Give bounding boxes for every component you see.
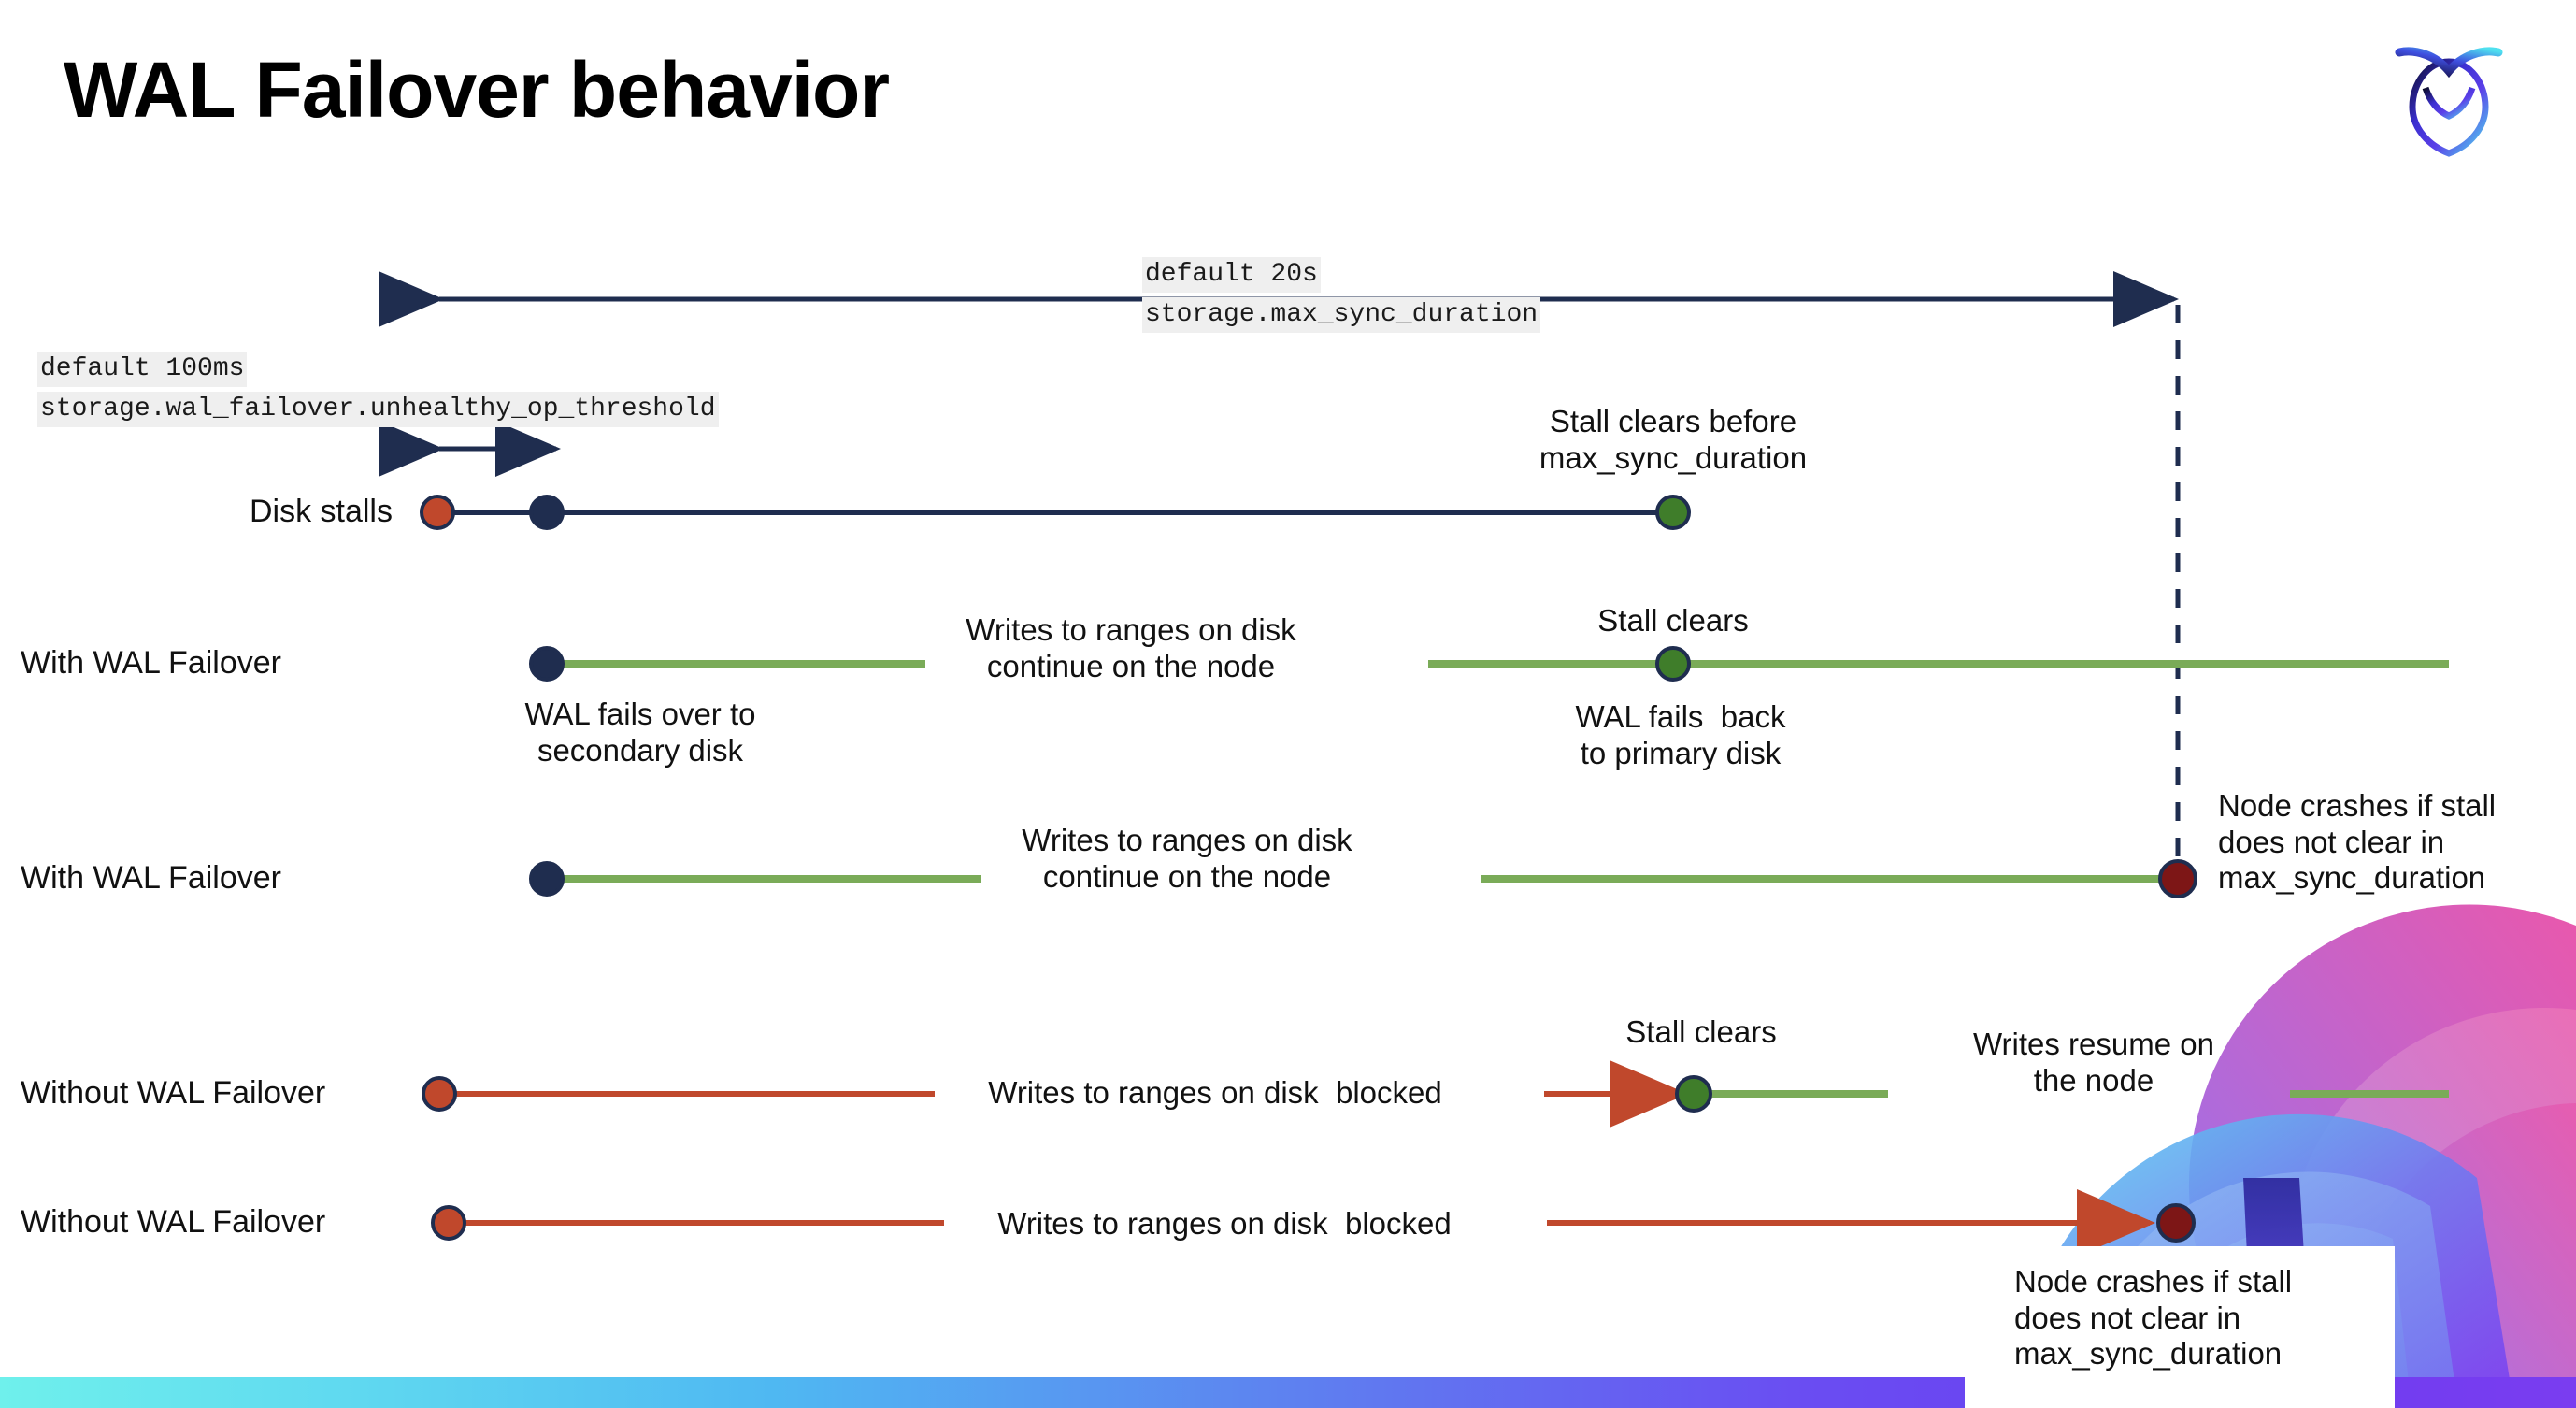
note-node-crashes-row3: Node crashes if stall does not clear in … xyxy=(2218,788,2497,896)
row-with-wal-failover-1-track xyxy=(529,646,2449,682)
row-label-disk-stalls: Disk stalls xyxy=(249,494,393,529)
max-sync-duration-setting-chip: storage.max_sync_duration xyxy=(1142,297,1541,333)
unhealthy-op-threshold-default-chip: default 100ms xyxy=(37,352,248,387)
row-label-with-wal-failover-2: With WAL Failover xyxy=(21,860,281,896)
note-wal-fails-back-to-primary-disk: WAL fails back to primary disk xyxy=(1575,699,1786,770)
note-stall-clears-row4: Stall clears xyxy=(1625,1014,1777,1049)
row-without-wal-failover-1-track xyxy=(422,1060,2449,1128)
note-writes-continue-row3: Writes to ranges on disk continue on the… xyxy=(1022,823,1352,894)
note-writes-blocked-row5: Writes to ranges on disk blocked xyxy=(997,1206,1452,1241)
note-writes-resume-on-the-node: Writes resume on the node xyxy=(1973,1027,2214,1098)
max-sync-duration-default-chip: default 20s xyxy=(1142,257,1321,293)
note-writes-continue-row2: Writes to ranges on disk continue on the… xyxy=(966,612,1296,683)
row-with-wal-failover-2-track xyxy=(529,859,2197,898)
note-stall-clears-before-max-sync: Stall clears before max_sync_duration xyxy=(1538,404,1808,475)
max-sync-duration-span-arrow xyxy=(379,271,2181,884)
row-disk-stalls-track xyxy=(420,495,1691,530)
note-wal-fails-over-to-secondary-disk: WAL fails over to secondary disk xyxy=(524,697,756,768)
row-label-with-wal-failover-1: With WAL Failover xyxy=(21,645,281,681)
page-title: WAL Failover behavior xyxy=(64,46,890,134)
crash-callout-box xyxy=(1965,1246,2395,1408)
row-without-wal-failover-2-track xyxy=(431,1189,2196,1257)
note-stall-clears-row2: Stall clears xyxy=(1597,603,1749,638)
unhealthy-op-threshold-setting-chip: storage.wal_failover.unhealthy_op_thresh… xyxy=(37,392,719,427)
note-writes-blocked-row4: Writes to ranges on disk blocked xyxy=(988,1075,1442,1110)
note-node-crashes-row5: Node crashes if stall does not clear in … xyxy=(2014,1264,2293,1372)
row-label-without-wal-failover-2: Without WAL Failover xyxy=(21,1204,326,1240)
row-label-without-wal-failover-1: Without WAL Failover xyxy=(21,1075,326,1111)
cockroach-labs-logo-icon xyxy=(2395,47,2503,157)
